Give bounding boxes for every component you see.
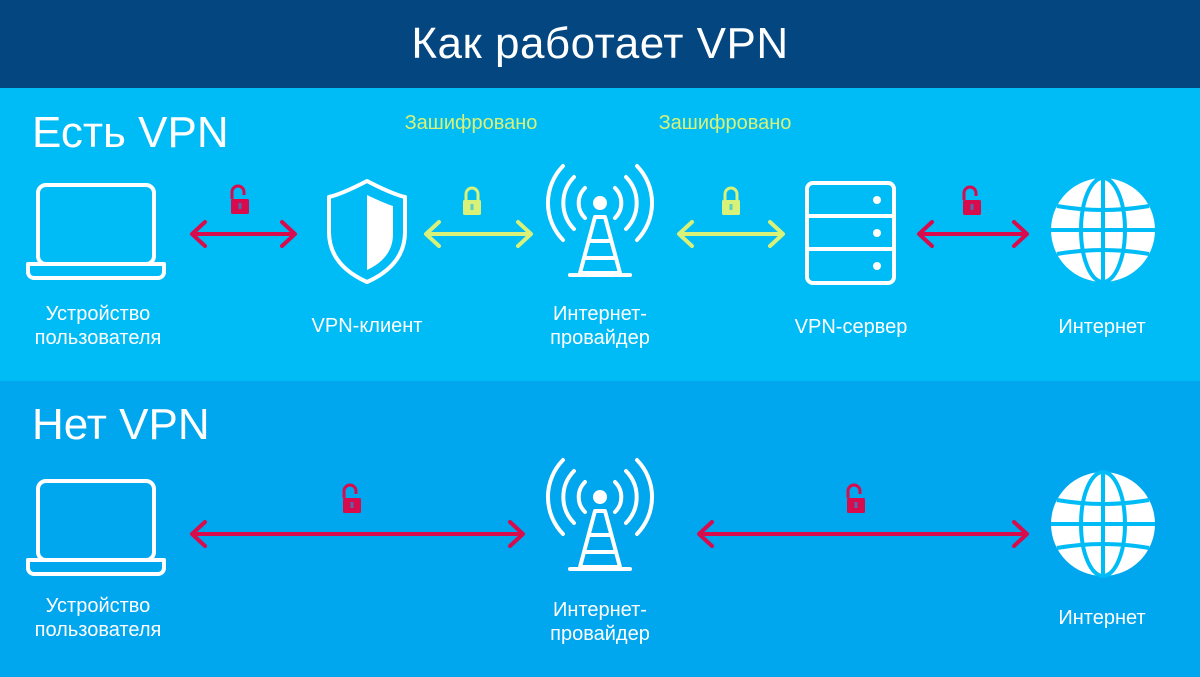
encrypted-label: Зашифровано — [658, 112, 792, 134]
without-vpn-title: Нет VPN — [32, 400, 210, 449]
globe-icon — [1049, 176, 1157, 284]
isp-tower-icon — [545, 164, 655, 277]
node-label-vpn-server: VPN-сервер — [794, 316, 908, 338]
open-lock-icon — [229, 184, 251, 216]
node-label-internet: Интернет — [1058, 607, 1146, 629]
node-label-internet: Интернет — [1058, 316, 1146, 338]
node-label-vpn-client: VPN-клиент — [311, 315, 423, 337]
globe-icon — [1049, 470, 1157, 578]
isp-tower-icon — [545, 458, 655, 571]
with-vpn-title: Есть VPN — [32, 108, 229, 157]
closed-lock-icon — [720, 186, 742, 217]
unencrypted-arrow — [190, 520, 525, 548]
encrypted-arrow — [424, 220, 533, 248]
unencrypted-arrow — [190, 220, 297, 248]
open-lock-icon — [961, 185, 983, 217]
open-lock-icon — [341, 483, 363, 515]
page-title: Как работает VPN — [411, 19, 789, 68]
unencrypted-arrow — [697, 520, 1029, 548]
encrypted-arrow — [677, 220, 785, 248]
encrypted-label: Зашифровано — [404, 112, 538, 134]
unencrypted-arrow — [917, 220, 1029, 248]
open-lock-icon — [845, 483, 867, 515]
laptop-icon — [26, 183, 166, 280]
shield-icon — [327, 179, 407, 284]
closed-lock-icon — [461, 186, 483, 217]
server-icon — [805, 181, 896, 285]
node-label-isp: Интернет-провайдер — [550, 599, 650, 645]
node-label-isp: Интернет-провайдер — [550, 303, 650, 349]
laptop-icon — [26, 479, 166, 576]
header-bar: Как работает VPN — [0, 0, 1200, 88]
